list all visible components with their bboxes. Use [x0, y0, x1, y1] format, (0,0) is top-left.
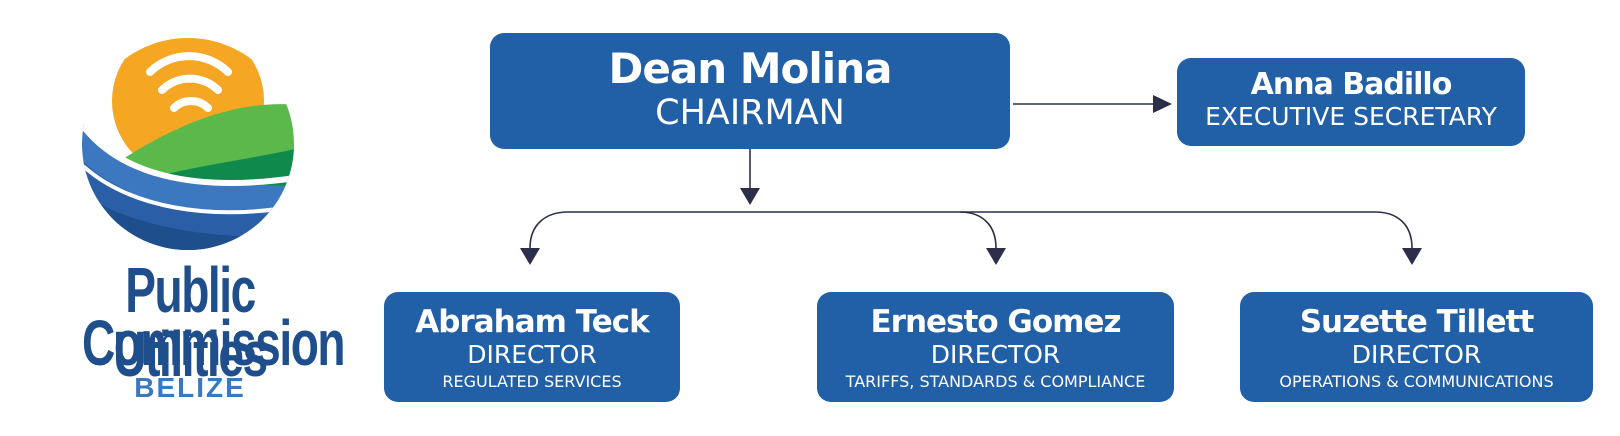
- puc-logo: Public Utilities Commission BELIZE: [40, 26, 346, 411]
- director-department: REGULATED SERVICES: [442, 372, 622, 391]
- director-role: DIRECTOR: [467, 340, 597, 369]
- director-box-tariffs: Ernesto Gomez DIRECTOR TARIFFS, STANDARD…: [817, 292, 1174, 402]
- chairman-role: CHAIRMAN: [655, 93, 845, 133]
- director-role: DIRECTOR: [930, 340, 1061, 369]
- director-department: OPERATIONS & COMMUNICATIONS: [1279, 372, 1554, 391]
- arrowhead-director-1: [520, 248, 540, 265]
- director-box-operations: Suzette Tillett DIRECTOR OPERATIONS & CO…: [1240, 292, 1593, 402]
- arrowhead-director-3: [1402, 248, 1422, 265]
- logo-text-public-utilities: Public Utilities: [113, 254, 268, 390]
- chairman-name: Dean Molina: [608, 44, 893, 93]
- director-role: DIRECTOR: [1351, 340, 1482, 369]
- arrowhead-secretary: [1153, 95, 1172, 113]
- director-box-regulated-services: Abraham Teck DIRECTOR REGULATED SERVICES: [384, 292, 680, 402]
- director-name: Suzette Tillett: [1299, 304, 1535, 340]
- logo-text-commission: Commission: [81, 307, 346, 379]
- director-name: Ernesto Gomez: [870, 304, 1121, 340]
- secretary-box: Anna Badillo EXECUTIVE SECRETARY: [1177, 58, 1525, 146]
- secretary-name: Anna Badillo: [1250, 67, 1453, 102]
- arrowhead-chairman-down: [740, 188, 760, 205]
- connector-branch-right: [960, 211, 1413, 249]
- logo-text-belize: BELIZE: [134, 372, 246, 403]
- chairman-box: Dean Molina CHAIRMAN: [490, 33, 1010, 149]
- connector-branch-left: [529, 211, 997, 249]
- secretary-role: EXECUTIVE SECRETARY: [1205, 102, 1497, 131]
- director-name: Abraham Teck: [415, 304, 650, 340]
- arrowhead-director-2: [986, 248, 1006, 265]
- director-department: TARIFFS, STANDARDS & COMPLIANCE: [845, 372, 1146, 391]
- logo-emblem-icon: [82, 38, 294, 250]
